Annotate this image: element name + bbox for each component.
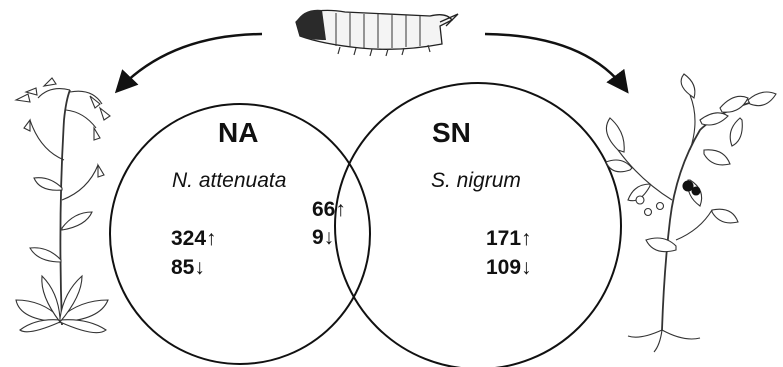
sn-down-count: 109↓	[486, 256, 532, 279]
arrow-to-sn-icon	[484, 32, 629, 94]
species-label-na: N. attenuata	[172, 169, 287, 192]
na-down-count: 85↓	[171, 256, 205, 279]
venn-circle-na	[109, 103, 371, 365]
caterpillar-icon	[295, 9, 459, 57]
venn-label-sn: SN	[432, 117, 471, 148]
sn-up-count: 171↑	[486, 227, 532, 250]
overlap-up-count: 66↑	[312, 198, 346, 221]
overlap-down-count: 9↓	[312, 226, 335, 249]
species-label-sn: S. nigrum	[431, 169, 521, 192]
na-up-count: 324↑	[171, 227, 217, 250]
solanum-plant-icon	[605, 73, 777, 353]
venn-label-na: NA	[218, 117, 259, 148]
nicotiana-plant-icon	[14, 77, 111, 334]
venn-circle-sn	[334, 82, 622, 367]
arrow-to-na-icon	[114, 32, 263, 94]
